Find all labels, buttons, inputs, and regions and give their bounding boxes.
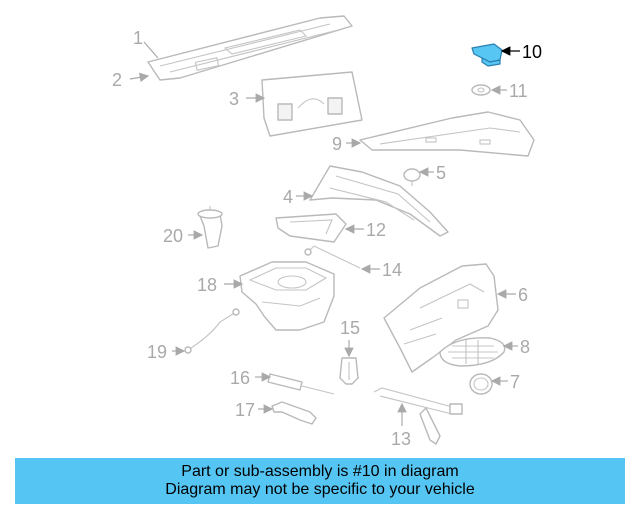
part-14-rod <box>304 245 361 269</box>
callout-5: 5 <box>436 163 446 183</box>
caption-line-disclaimer: Diagram may not be specific to your vehi… <box>165 481 475 498</box>
callout-8: 8 <box>520 337 530 357</box>
callout-14: 14 <box>382 260 402 280</box>
part-17-wrench <box>271 401 317 425</box>
callout-2: 2 <box>112 70 122 90</box>
part-10-highlighted <box>471 43 503 67</box>
leader-1 <box>143 41 159 59</box>
callout-7: 7 <box>510 372 520 392</box>
callout-9: 9 <box>332 134 342 154</box>
part-13-jack-handle <box>373 387 463 445</box>
part-4-compartment-trim <box>309 165 449 237</box>
part-16-screwdriver <box>267 373 335 395</box>
callout-6: 6 <box>518 285 528 305</box>
callout-15: 15 <box>340 318 360 338</box>
caption-line-part: Part or sub-assembly is #10 in diagram <box>181 463 459 480</box>
part-20-filler-neck <box>197 206 223 249</box>
part-3-rear-panel <box>261 71 363 137</box>
part-1-parcel-shelf <box>147 15 353 81</box>
part-19-cable <box>184 308 240 354</box>
callout-20: 20 <box>163 226 183 246</box>
callout-10: 10 <box>522 42 542 62</box>
part-12-bracket <box>275 213 347 243</box>
part-9-side-trim <box>359 111 535 157</box>
callout-18: 18 <box>197 275 217 295</box>
part-15-clip <box>339 357 359 385</box>
part-18-wheel-well <box>239 261 335 331</box>
callout-19: 19 <box>147 342 167 362</box>
part-8-vent-grille <box>439 337 506 367</box>
callout-12: 12 <box>366 220 386 240</box>
callout-3: 3 <box>229 89 239 109</box>
callout-16: 16 <box>230 368 250 388</box>
caption-bar: Part or sub-assembly is #10 in diagram D… <box>15 458 625 504</box>
callout-17: 17 <box>235 400 255 420</box>
part-6-side-panel <box>383 263 499 373</box>
callout-13: 13 <box>391 429 411 449</box>
callout-4: 4 <box>283 187 293 207</box>
callout-1: 1 <box>133 28 143 48</box>
part-11-grommet <box>471 84 491 96</box>
leader-2 <box>129 72 150 83</box>
part-7-cap <box>469 373 493 395</box>
part-5-plug <box>403 168 421 186</box>
callout-11: 11 <box>509 81 528 101</box>
